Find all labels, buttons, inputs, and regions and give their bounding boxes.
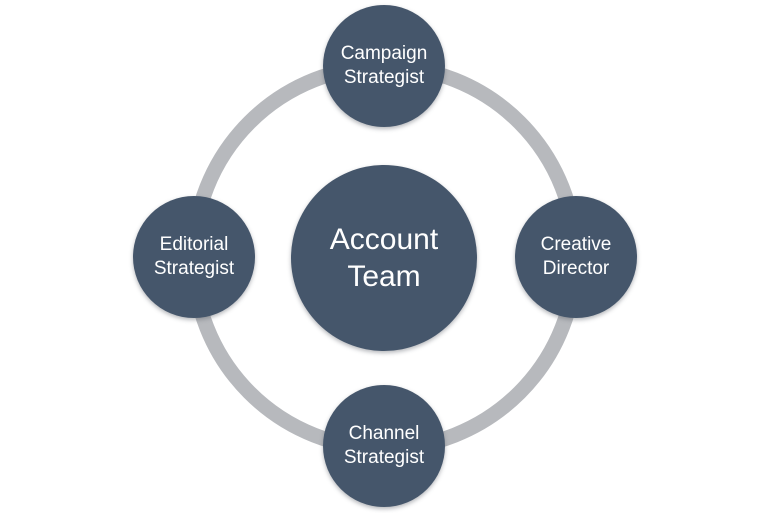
- node-label: Creative Director: [540, 234, 612, 279]
- node-editorial-strategist: Editorial Strategist: [133, 196, 255, 318]
- node-campaign-strategist: Campaign Strategist: [323, 5, 445, 127]
- node-label: Campaign Strategist: [340, 43, 428, 88]
- node-label: Editorial Strategist: [153, 234, 235, 279]
- node-account-team: Account Team: [291, 165, 477, 351]
- node-channel-strategist: Channel Strategist: [323, 385, 445, 507]
- node-label: Account Team: [329, 222, 439, 294]
- node-creative-director: Creative Director: [515, 196, 637, 318]
- node-label: Channel Strategist: [343, 423, 425, 468]
